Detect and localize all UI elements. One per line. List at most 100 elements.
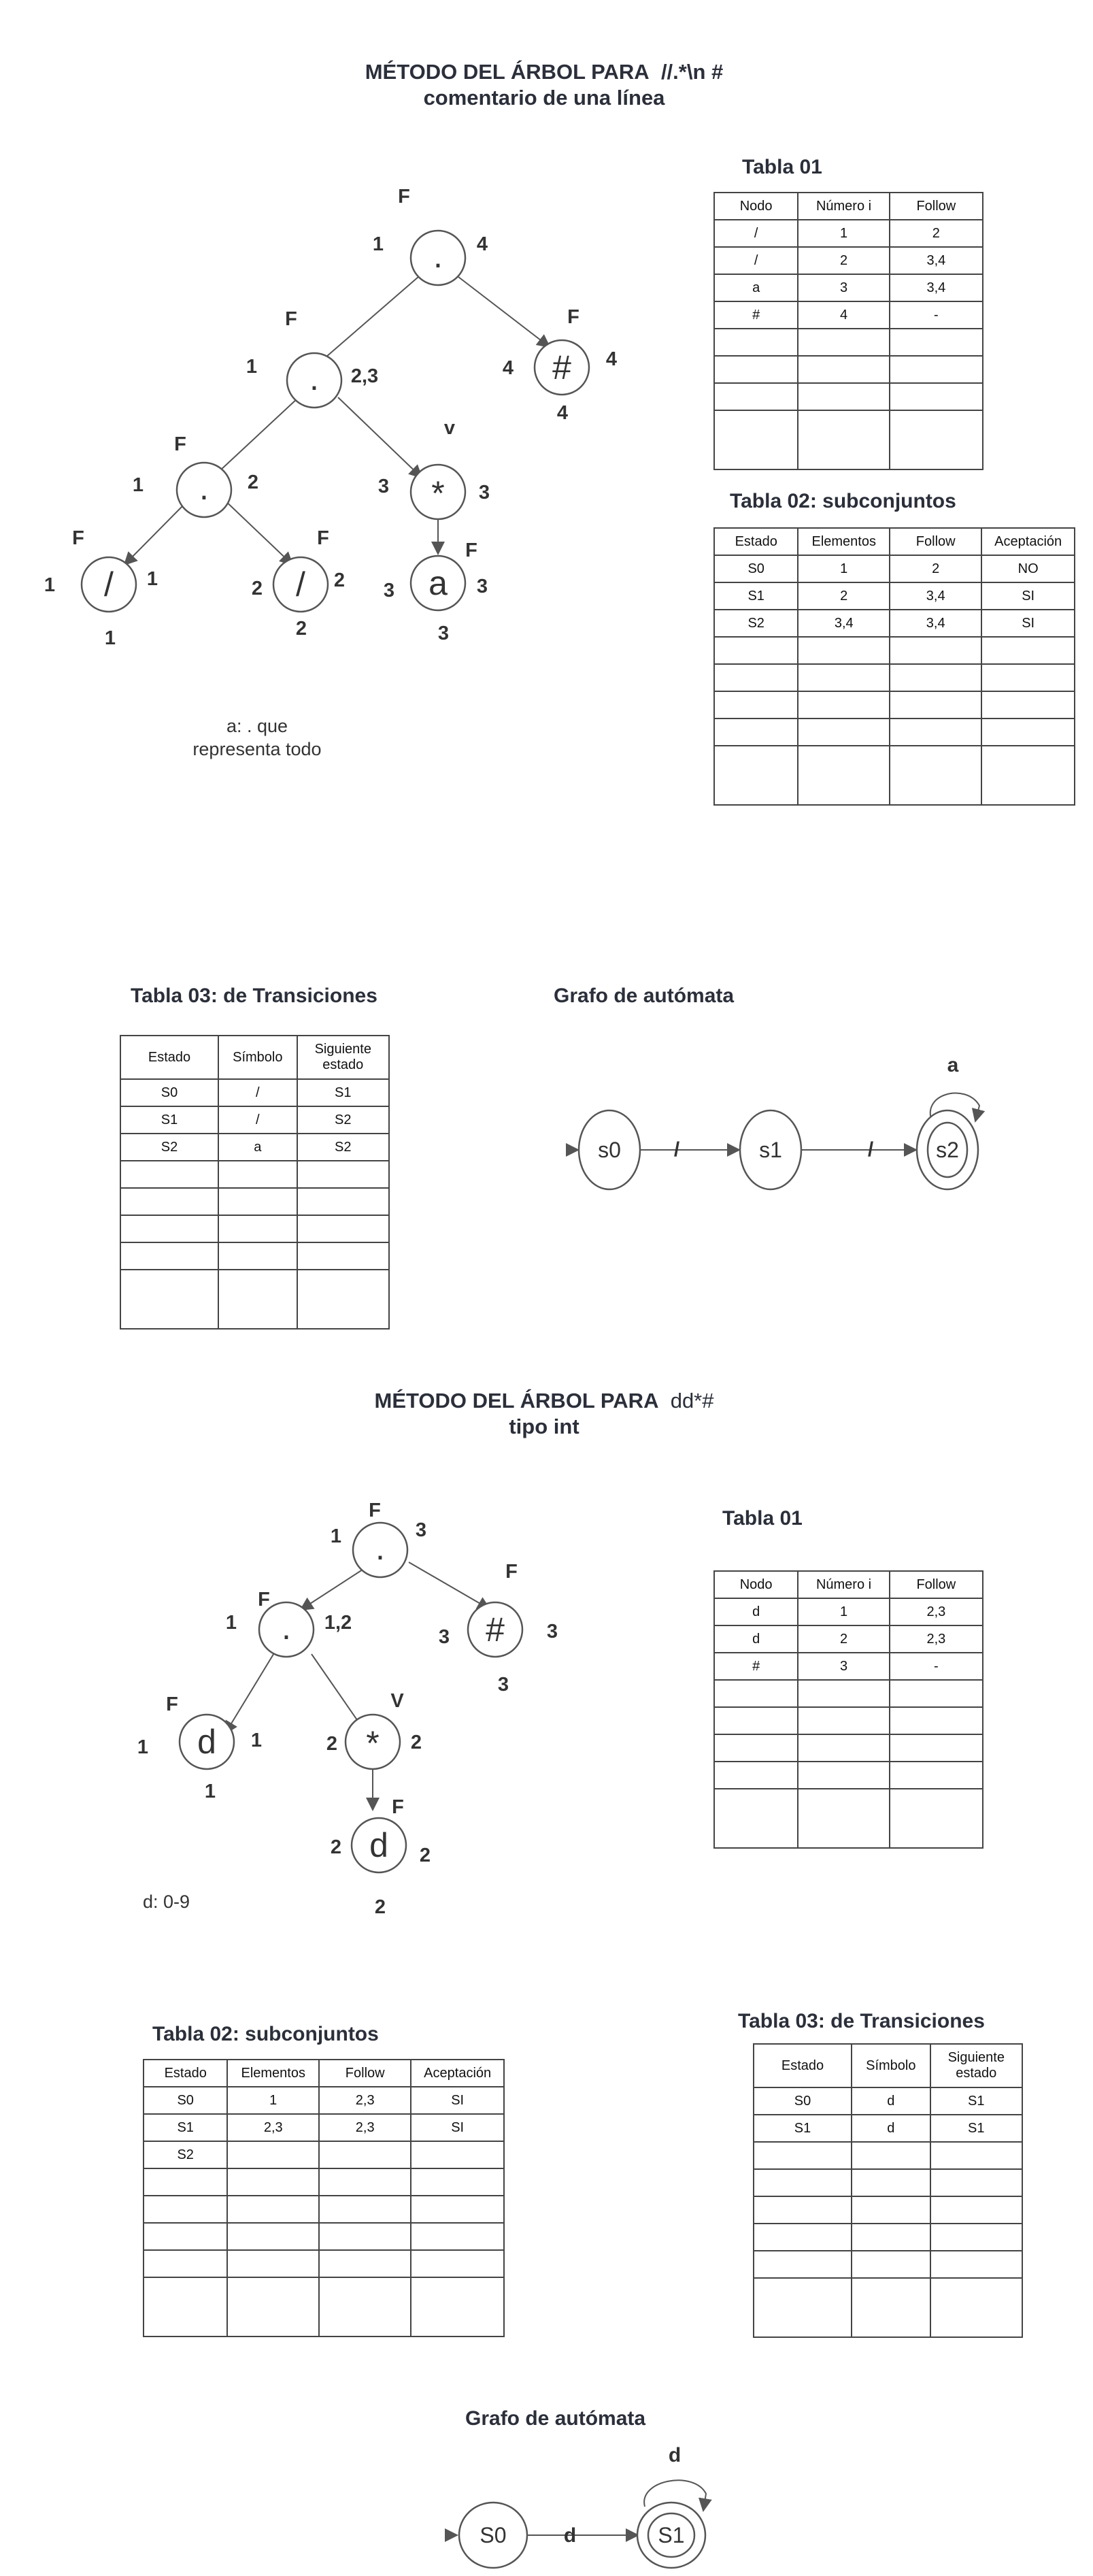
cell: / <box>218 1106 298 1134</box>
table-row <box>119 1187 390 1216</box>
tree2-dot2-first: 1 <box>226 1612 237 1634</box>
tree2-d1-pos: 1 <box>205 1781 216 1802</box>
header-cell: Nodo <box>713 1570 799 1599</box>
cell <box>889 663 983 692</box>
tree2-star-node <box>344 1713 401 1770</box>
cell <box>851 2141 931 2170</box>
cell: S2 <box>142 2141 229 2169</box>
section1-subtitle: comentario de una línea <box>423 86 665 110</box>
cell <box>752 2223 853 2251</box>
tree1-a-pos: 3 <box>438 623 449 644</box>
s1-tabla03-title: Tabla 03: de Transiciones <box>131 985 377 1007</box>
cell <box>713 382 799 411</box>
cell <box>226 2141 320 2169</box>
cell: - <box>888 1652 984 1681</box>
tree2-d2-node <box>350 1817 407 1874</box>
header-cell: Follow <box>889 527 983 556</box>
cell <box>713 718 799 746</box>
tree1-root-first: 1 <box>373 233 384 255</box>
cell: 3 <box>797 274 890 302</box>
state-s1-label: s1 <box>759 1138 782 1162</box>
tree2-d1-nullable: F <box>166 1694 178 1715</box>
cell <box>119 1215 220 1243</box>
cell <box>226 2277 320 2337</box>
cell <box>888 355 984 384</box>
cell <box>929 2250 1024 2279</box>
tree1-a-node <box>409 555 467 612</box>
s1-automaton-title: Grafo de autómata <box>554 985 735 1007</box>
tree1-root-last: 4 <box>477 233 488 255</box>
cell <box>929 2141 1024 2170</box>
edge-s0-s1-label: / <box>674 1138 680 1161</box>
tree2-d1-first: 1 <box>137 1736 148 1758</box>
cell <box>888 382 984 411</box>
cell <box>981 745 1075 806</box>
cell <box>797 355 890 384</box>
cell: S1 <box>142 2113 229 2142</box>
edge-s1-s2-label: / <box>868 1138 874 1161</box>
state-s0-label: s0 <box>598 1138 621 1162</box>
cell: S2 <box>296 1106 390 1134</box>
cell <box>713 355 799 384</box>
cell <box>318 2249 412 2278</box>
header-cell: Follow <box>318 2059 412 2087</box>
tree1-star-node <box>409 463 467 521</box>
cell <box>119 1269 220 1330</box>
cell <box>797 1679 890 1708</box>
tree2-dot2-symbol: . <box>282 1608 291 1647</box>
cell <box>142 2277 229 2337</box>
cell <box>797 382 890 411</box>
cell <box>889 691 983 719</box>
table-row <box>142 2195 505 2224</box>
tree1-star-symbol: * <box>431 474 444 512</box>
tree2-dot2-node <box>258 1601 315 1658</box>
state-S1-accept-ring <box>647 2512 696 2558</box>
cell <box>713 663 799 692</box>
table-row <box>713 718 1075 746</box>
cell: 4 <box>797 301 890 329</box>
tree2-dot2-nullable: F <box>258 1589 270 1611</box>
tree1-slash2-last: 2 <box>334 569 345 591</box>
tree1-slash2-node <box>272 556 329 613</box>
cell <box>713 745 799 806</box>
section1-note-line2: representa todo <box>192 739 322 759</box>
tree1-star-nullable: v <box>444 417 455 439</box>
table-row: S1/S2 <box>119 1106 390 1134</box>
cell <box>929 2277 1024 2338</box>
cell: SI <box>981 609 1075 638</box>
table-row <box>119 1269 390 1330</box>
table-row: S0/S1 <box>119 1078 390 1107</box>
tree2-root-node <box>352 1521 409 1579</box>
header-cell: Número i <box>797 1570 890 1599</box>
cell <box>752 2250 853 2279</box>
cell <box>713 1679 799 1708</box>
tree1-slash2-pos: 2 <box>296 618 307 640</box>
cell: 2,3 <box>318 2113 412 2142</box>
table-row <box>119 1160 390 1189</box>
header-cell: Número i <box>797 192 890 220</box>
cell: 1 <box>797 555 891 583</box>
cell <box>797 328 890 357</box>
table-row <box>713 1706 984 1735</box>
automaton-graph-1: s0 s1 s2 / / a <box>566 1054 986 1191</box>
tree2-hash-node <box>467 1601 524 1658</box>
header-cell: Estado <box>119 1035 220 1080</box>
cell <box>410 2141 505 2169</box>
header-cell: Estado <box>713 527 799 556</box>
cell <box>981 691 1075 719</box>
tree1-slash2-nullable: F <box>317 527 329 549</box>
cell: / <box>713 219 799 248</box>
cell <box>797 636 891 665</box>
state-S0 <box>458 2501 528 2569</box>
tree2-d2-first: 2 <box>331 1836 341 1858</box>
cell <box>296 1269 390 1330</box>
tree2-root-nullable: F <box>369 1500 381 1521</box>
section1-regex: //.*\n # <box>660 60 724 84</box>
cell: - <box>888 301 984 329</box>
tree2-d2-pos: 2 <box>375 1896 386 1918</box>
